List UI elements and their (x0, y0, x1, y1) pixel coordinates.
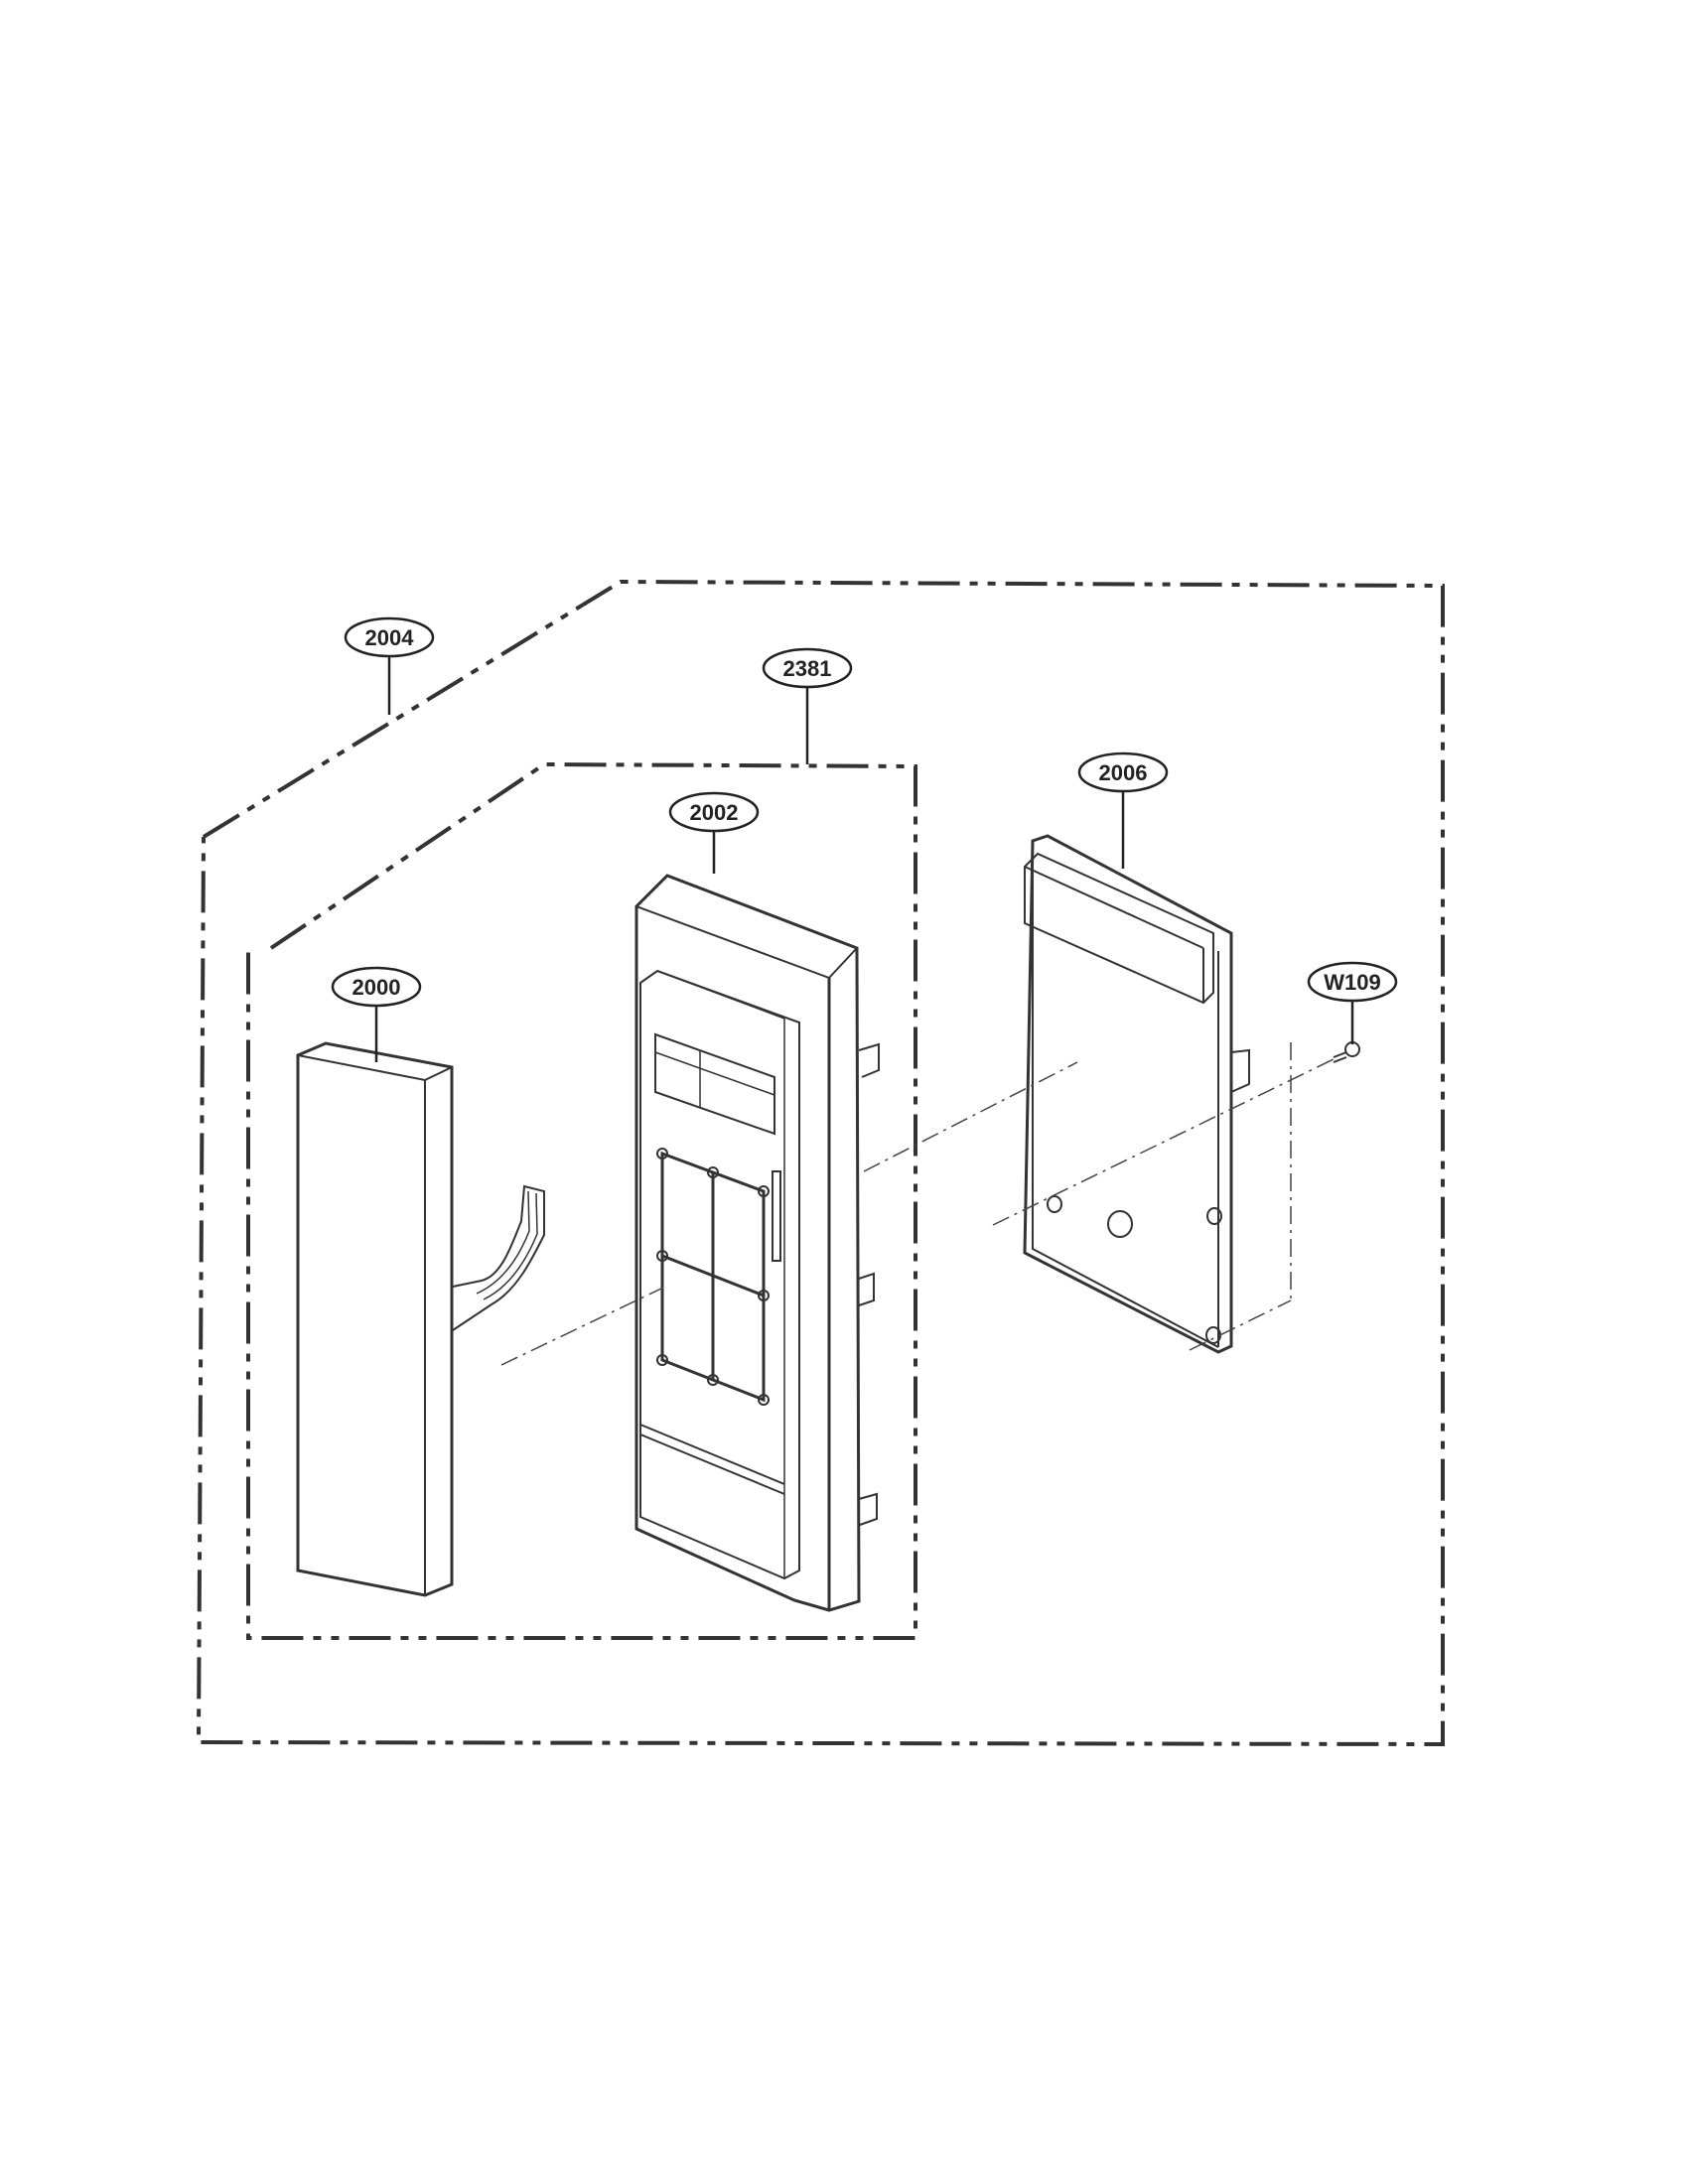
callout-2381[interactable]: 2381 (762, 647, 853, 689)
keypad-grid (656, 1148, 770, 1406)
sub-assembly-boundary (246, 761, 917, 1640)
pcb-part (1023, 834, 1250, 1354)
callout-w109[interactable]: W109 (1307, 961, 1398, 1003)
outer-assembly-boundary (196, 579, 1445, 1747)
callout-2000-text: 2000 (352, 975, 401, 1000)
callout-2002[interactable]: 2002 (668, 791, 760, 833)
membrane-switch-part (296, 1041, 545, 1597)
control-panel-frame-part (634, 874, 880, 1612)
callout-2381-text: 2381 (783, 656, 832, 681)
callout-2002-text: 2002 (690, 800, 739, 825)
leader-lines (374, 656, 1354, 1062)
callout-2006[interactable]: 2006 (1077, 751, 1169, 793)
callout-2004[interactable]: 2004 (344, 616, 435, 658)
callout-2004-text: 2004 (365, 625, 415, 650)
callout-2000[interactable]: 2000 (331, 966, 422, 1008)
callout-2006-text: 2006 (1099, 760, 1148, 785)
callout-labels: 2004 2381 2002 2006 2000 W109 (331, 616, 1398, 1008)
assembly-lines (500, 1042, 1336, 1366)
screw-part (1333, 1041, 1360, 1063)
callout-w109-text: W109 (1324, 970, 1380, 995)
